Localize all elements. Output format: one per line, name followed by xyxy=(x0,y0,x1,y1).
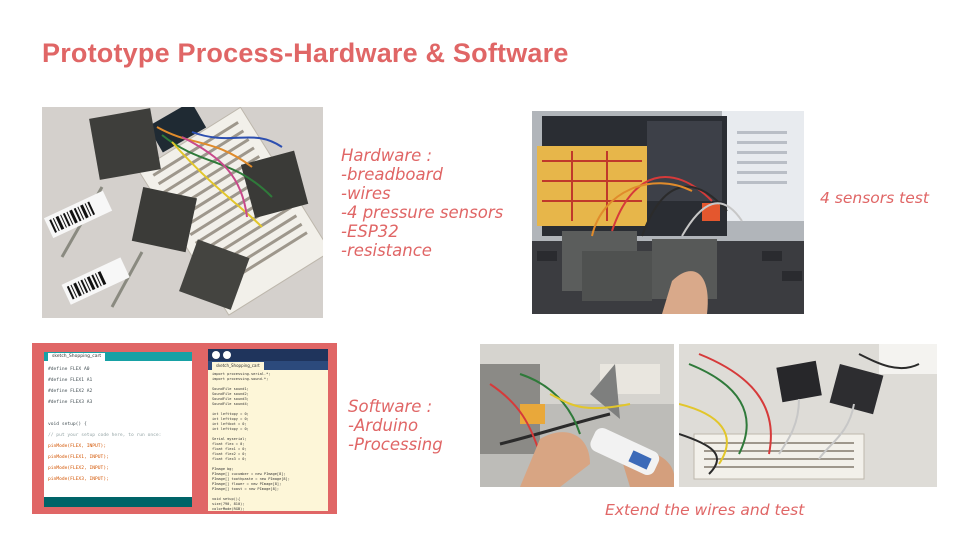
processing-code-line: Serial myserial; xyxy=(212,437,247,441)
software-line-1: -Arduino xyxy=(348,416,419,435)
sensors-test-photo xyxy=(532,111,804,314)
arduino-code-line: void setup() { xyxy=(48,422,87,427)
slide-title: Prototype Process-Hardware & Software xyxy=(42,38,569,68)
processing-code-line: PImage[] toast = new PImage[8]; xyxy=(212,487,280,491)
arduino-code-line: #define FLEX2 A2 xyxy=(48,389,93,394)
hardware-photo xyxy=(42,107,323,318)
processing-code-line: int lefttopy = 0; xyxy=(212,412,249,416)
processing-code-line: int leftbot = 0; xyxy=(212,422,247,426)
hardware-line-2: -wires xyxy=(341,184,391,203)
processing-code-line: SoundFile sound2; xyxy=(212,392,249,396)
processing-code-line: size(790, 810); xyxy=(212,502,245,506)
hardware-line-4: -ESP32 xyxy=(341,222,399,241)
extend-wires-photo-1 xyxy=(480,344,674,487)
hardware-line-3: -4 pressure sensors xyxy=(341,203,504,222)
processing-tab-bar: sketch_Shopping_cart xyxy=(208,361,328,370)
arduino-code-line: pinMode(FLEX, INPUT); xyxy=(48,444,107,449)
processing-code-line: SoundFile sound4; xyxy=(212,402,249,406)
processing-code-line: PImage[] cucumber = new PImage[8]; xyxy=(212,472,286,476)
processing-tab[interactable]: sketch_Shopping_cart xyxy=(212,362,264,370)
hardware-line-1: -breadboard xyxy=(341,165,443,184)
processing-code-line: int lefttopy = 0; xyxy=(212,417,249,421)
processing-editor: import processing.serial.*; import proce… xyxy=(208,370,328,514)
processing-toolbar xyxy=(208,349,328,361)
arduino-editor: #define FLEX A0 #define FLEX1 A1 #define… xyxy=(44,361,192,488)
processing-code-line: import processing.serial.*; xyxy=(212,372,271,376)
arduino-code-line: pinMode(FLEX1, INPUT); xyxy=(48,455,109,460)
processing-code-line: float flex3 = 0; xyxy=(212,457,247,461)
hardware-line-0: Hardware : xyxy=(341,146,433,165)
arduino-status-bar xyxy=(44,497,192,507)
sensors-test-caption: 4 sensors test xyxy=(820,189,929,207)
hardware-line-5: -resistance xyxy=(341,241,432,260)
arduino-tab-bar: sketch_Shopping_cart xyxy=(44,352,192,361)
processing-code-line: float flex2 = 0; xyxy=(212,452,247,456)
processing-code-line: float flex = 0; xyxy=(212,442,245,446)
processing-code-line: PImage[] flower = new PImage[8]; xyxy=(212,482,282,486)
processing-window: sketch_Shopping_cart import processing.s… xyxy=(208,349,328,511)
run-icon[interactable] xyxy=(212,351,220,359)
extend-wires-photo-2 xyxy=(679,344,937,487)
arduino-code-line: // put your setup code here, to run once… xyxy=(48,433,162,438)
processing-code-line: float flex1 = 0; xyxy=(212,447,247,451)
arduino-code-line: #define FLEX1 A1 xyxy=(48,378,93,383)
arduino-window: sketch_Shopping_cart #define FLEX A0 #de… xyxy=(44,352,192,507)
hardware-caption: Hardware : -breadboard -wires -4 pressur… xyxy=(341,146,503,260)
processing-code-line: PImage bg; xyxy=(212,467,234,471)
arduino-code-line: pinMode(FLEX2, INPUT); xyxy=(48,466,109,471)
stop-icon[interactable] xyxy=(223,351,231,359)
arduino-code-line: #define FLEX A0 xyxy=(48,367,90,372)
software-screenshot: sketch_Shopping_cart #define FLEX A0 #de… xyxy=(32,343,337,514)
processing-code-line: colorMode(RGB); xyxy=(212,507,245,511)
arduino-code-line: #define FLEX3 A3 xyxy=(48,400,93,405)
arduino-code-line xyxy=(48,408,188,419)
arduino-tab[interactable]: sketch_Shopping_cart xyxy=(48,353,106,361)
processing-code-line: SoundFile sound3; xyxy=(212,397,249,401)
software-line-2: -Processing xyxy=(348,435,443,454)
processing-code-line: int lefttopy = 0; xyxy=(212,427,249,431)
processing-code-line: import processing.sound.*; xyxy=(212,377,269,381)
processing-code-line: PImage[] toothpaste = new PImage[8]; xyxy=(212,477,290,481)
software-caption: Software : -Arduino -Processing xyxy=(348,397,443,454)
processing-code-line: SoundFile sound1; xyxy=(212,387,249,391)
processing-code-line: void setup(){ xyxy=(212,497,241,501)
software-line-0: Software : xyxy=(348,397,433,416)
extend-caption: Extend the wires and test xyxy=(605,501,805,519)
arduino-code-line: pinMode(FLEX3, INPUT); xyxy=(48,477,109,482)
